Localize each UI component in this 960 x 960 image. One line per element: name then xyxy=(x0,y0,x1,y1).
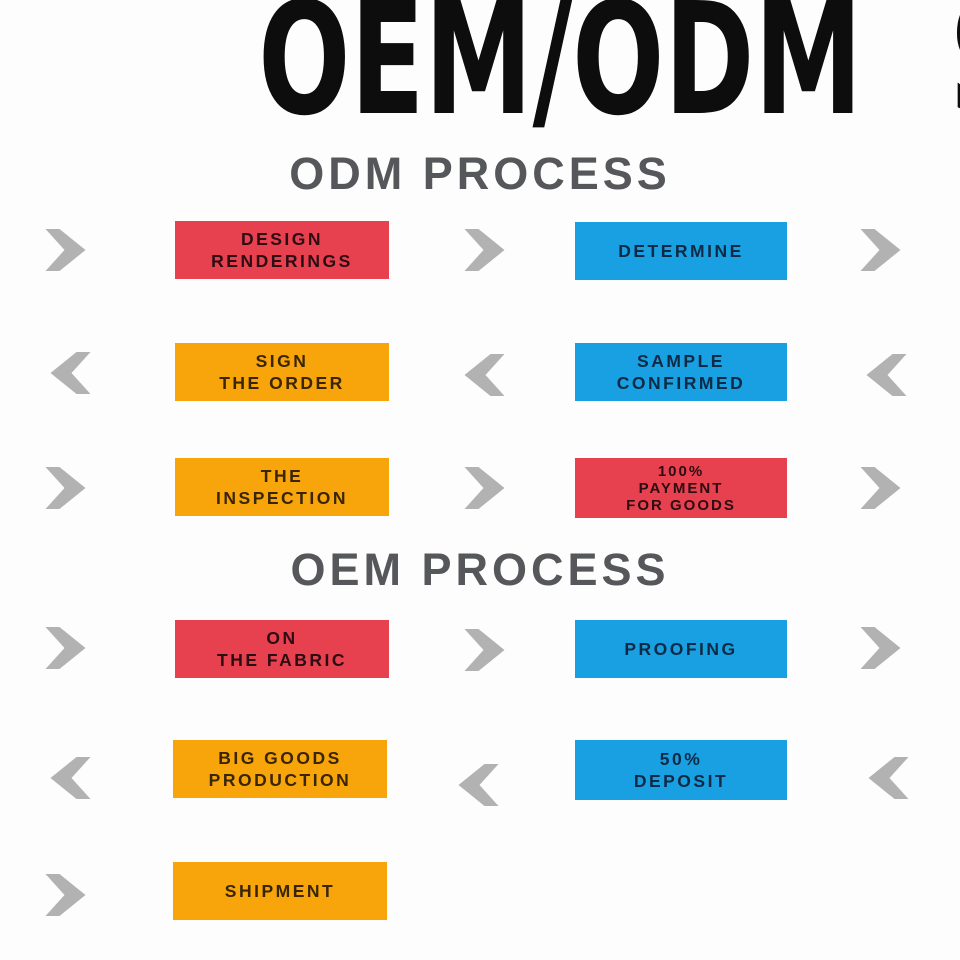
chevron-left-icon xyxy=(868,757,909,799)
step-label-line: THE xyxy=(260,466,304,486)
step-label-line: PAYMENT xyxy=(638,479,724,497)
chevron-left-icon xyxy=(50,352,91,394)
step-label-line: 100% xyxy=(657,462,705,480)
chevron-right-icon xyxy=(45,627,86,669)
chevron-left-icon xyxy=(464,354,505,396)
step-label-line: SHIPMENT xyxy=(224,881,336,901)
chevron-right-icon xyxy=(464,229,505,271)
step-box-design-renderings: DESIGN RENDERINGS xyxy=(175,221,389,279)
page-title-text: OEM/ODM SERVICE xyxy=(258,0,960,150)
step-box-proofing: PROOFING xyxy=(575,620,787,678)
step-label-line: THE FABRIC xyxy=(217,650,347,670)
chevron-right-icon xyxy=(45,874,86,916)
chevron-right-icon xyxy=(860,467,901,509)
chevron-right-icon xyxy=(464,629,505,671)
step-box-on-the-fabric: ON THE FABRIC xyxy=(175,620,389,678)
step-label-line: DETERMINE xyxy=(618,241,744,261)
step-label-line: INSPECTION xyxy=(216,488,348,508)
step-label-line: 50% xyxy=(659,749,703,769)
chevron-right-icon xyxy=(860,627,901,669)
step-label-line: FOR GOODS xyxy=(626,496,736,514)
step-box-sample-confirmed: SAMPLE CONFIRMED xyxy=(575,343,787,401)
chevron-right-icon xyxy=(45,467,86,509)
odm-process-heading: ODM PROCESS xyxy=(289,148,671,199)
step-box-big-goods-production: BIG GOODS PRODUCTION xyxy=(173,740,387,798)
chevron-right-icon xyxy=(860,229,901,271)
page-title: OEM/ODM SERVICE xyxy=(0,0,960,137)
step-label-line: THE ORDER xyxy=(219,373,345,393)
step-label-line: PRODUCTION xyxy=(208,770,352,790)
chevron-right-icon xyxy=(45,229,86,271)
chevron-left-icon xyxy=(866,354,907,396)
step-label-line: CONFIRMED xyxy=(616,373,746,393)
step-label-line: DEPOSIT xyxy=(633,771,729,791)
step-label-line: SIGN xyxy=(255,351,309,371)
step-label-line: BIG GOODS xyxy=(218,748,342,768)
step-box-sign-the-order: SIGN THE ORDER xyxy=(175,343,389,401)
step-label-line: PROOFING xyxy=(624,639,738,659)
oem-process-heading: OEM PROCESS xyxy=(290,544,670,595)
step-box-shipment: SHIPMENT xyxy=(173,862,387,920)
chevron-left-icon xyxy=(50,757,91,799)
step-box-the-inspection: THE INSPECTION xyxy=(175,458,389,516)
step-label-line: ON xyxy=(266,628,298,648)
step-box-deposit: 50% DEPOSIT xyxy=(575,740,787,800)
step-label-line: DESIGN xyxy=(240,229,324,249)
step-label-line: RENDERINGS xyxy=(211,251,353,271)
step-label-line: SAMPLE xyxy=(637,351,725,371)
step-box-determine: DETERMINE xyxy=(575,222,787,280)
step-box-payment-for-goods: 100% PAYMENT FOR GOODS xyxy=(575,458,787,518)
chevron-left-icon xyxy=(458,764,499,806)
chevron-right-icon xyxy=(464,467,505,509)
